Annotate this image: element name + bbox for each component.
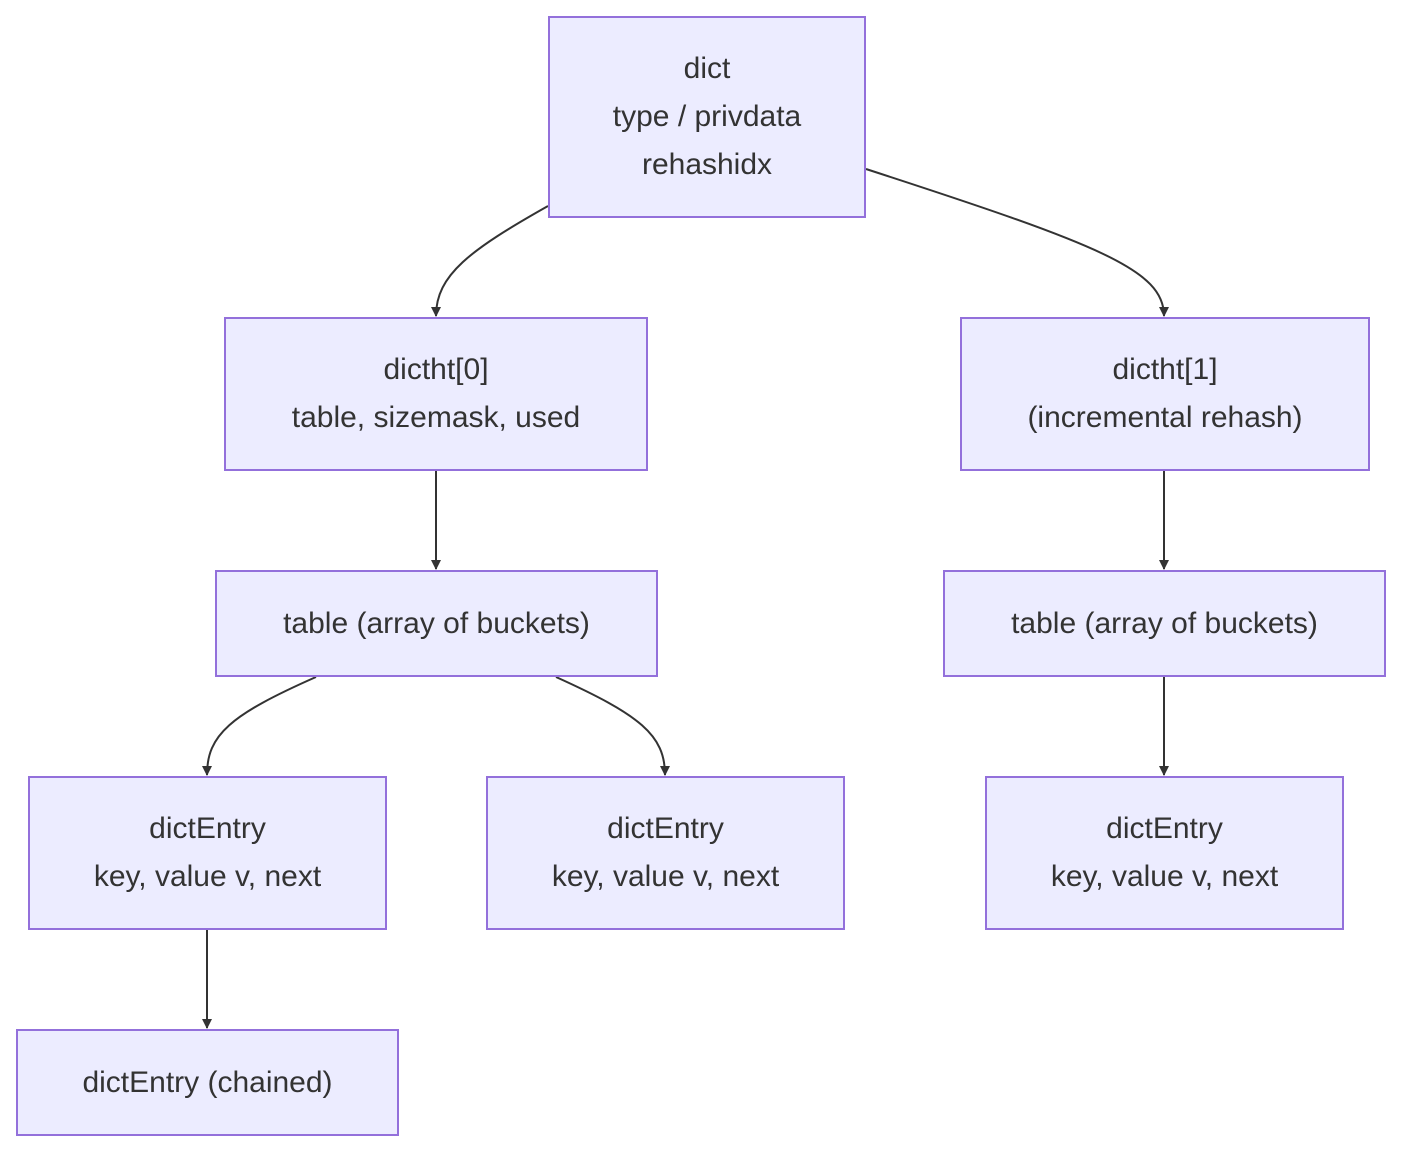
edge-table0-to-entry0b [555, 676, 670, 776]
node-chained: dictEntry (chained) [16, 1029, 399, 1136]
node-entry0a-line-2: key, value v, next [93, 860, 322, 893]
node-dictht0-line-2: table, sizemask, used [291, 401, 581, 434]
edge-table0-to-entry0a [202, 676, 317, 776]
node-entry0b-title: dictEntry [607, 812, 724, 845]
node-entry1-line-2: key, value v, next [1050, 860, 1279, 893]
node-dict-line-2: type / privdata [612, 100, 802, 133]
node-table1: table (array of buckets) [943, 570, 1386, 677]
node-dictht1-title: dictht[1] [1112, 353, 1218, 386]
node-dict-line-3: rehashidx [641, 148, 773, 181]
node-table0-title: table (array of buckets) [283, 606, 590, 640]
node-dictht0-title: dictht[0] [383, 353, 489, 386]
node-entry0a: dictEntry key, value v, next [28, 776, 387, 930]
node-dictht1: dictht[1] (incremental rehash) [960, 317, 1370, 471]
edge-dict-to-dictht0 [431, 205, 549, 317]
edge-dict-to-dictht1 [865, 168, 1169, 317]
node-dict: dict type / privdata rehashidx [548, 16, 866, 218]
node-chained-title: dictEntry (chained) [82, 1065, 333, 1099]
node-entry0b: dictEntry key, value v, next [486, 776, 845, 930]
node-entry1-title: dictEntry [1106, 812, 1223, 845]
node-dictht1-line-2: (incremental rehash) [1027, 401, 1303, 434]
node-dict-title: dict [683, 52, 731, 85]
node-entry0b-line-2: key, value v, next [551, 860, 780, 893]
node-table1-title: table (array of buckets) [1011, 606, 1318, 640]
node-entry1: dictEntry key, value v, next [985, 776, 1344, 930]
node-dictht0: dictht[0] table, sizemask, used [224, 317, 648, 471]
node-table0: table (array of buckets) [215, 570, 658, 677]
node-entry0a-title: dictEntry [149, 812, 266, 845]
